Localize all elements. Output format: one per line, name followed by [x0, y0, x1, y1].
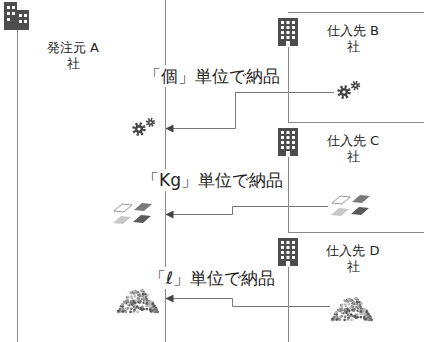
- granule: [117, 310, 120, 313]
- granule: [133, 293, 136, 296]
- granule: [137, 297, 140, 300]
- granule: [153, 305, 156, 308]
- granule: [146, 302, 149, 305]
- granule: [136, 311, 139, 314]
- granule: [149, 309, 152, 312]
- building-icon: [4, 2, 29, 30]
- edge-label: 「Kg」単位で納品: [140, 169, 285, 191]
- granule: [136, 305, 139, 308]
- granule: [146, 308, 149, 311]
- granule: [141, 289, 144, 292]
- edge-label: 「個」単位で納品: [142, 65, 282, 87]
- delivery-arrow: [166, 207, 289, 215]
- granule: [142, 295, 145, 298]
- granule: [130, 292, 133, 295]
- granule: [154, 308, 157, 311]
- edge-label: 「ℓ」単位で納品: [147, 267, 277, 289]
- granule: [149, 305, 152, 308]
- granule: [123, 301, 126, 304]
- granule: [141, 298, 144, 301]
- granule: [139, 300, 142, 303]
- granule: [150, 310, 153, 313]
- granule: [117, 311, 120, 314]
- granule: [127, 307, 130, 310]
- company-region: 仕入先 D社: [288, 232, 424, 342]
- granule: [153, 310, 156, 313]
- granule: [126, 303, 129, 306]
- granule: [141, 289, 144, 292]
- granule: [134, 301, 137, 304]
- gear-icon: [134, 124, 144, 134]
- granule: [135, 291, 138, 294]
- granule: [117, 311, 120, 314]
- granule: [144, 301, 147, 304]
- granule: [125, 310, 128, 313]
- granule: [132, 300, 135, 303]
- granule: [146, 299, 149, 302]
- granule: [121, 308, 124, 311]
- granule: [129, 301, 132, 304]
- granule: [123, 301, 126, 304]
- granule: [151, 303, 154, 306]
- company-name: 仕入先 C社: [326, 133, 380, 166]
- granule: [142, 308, 145, 311]
- granule: [139, 307, 142, 310]
- delivery-arrow: [166, 93, 289, 129]
- granule: [145, 296, 148, 299]
- granule: [121, 305, 124, 308]
- company-region: 仕入先 C社: [288, 122, 424, 232]
- granule: [117, 311, 120, 314]
- company-name: 仕入先 D社: [326, 243, 380, 276]
- granule: [122, 310, 125, 313]
- granule-pile-icon: [117, 289, 159, 313]
- gear-icon: [147, 119, 154, 126]
- company-region: 仕入先 B社: [288, 12, 424, 122]
- granule: [122, 308, 125, 311]
- granule: [145, 305, 148, 308]
- granule: [125, 310, 128, 313]
- granule: [127, 300, 130, 303]
- granule: [127, 296, 130, 299]
- granule: [130, 308, 133, 311]
- granule: [126, 300, 129, 303]
- region-line: [165, 0, 166, 30]
- granule: [142, 293, 145, 296]
- granule: [127, 296, 130, 299]
- granule: [140, 307, 143, 310]
- delivery-arrow: [166, 299, 289, 307]
- granule: [137, 297, 140, 300]
- granule: [134, 295, 137, 298]
- granule: [138, 293, 141, 296]
- granule: [131, 297, 134, 300]
- company-name: 仕入先 B社: [326, 23, 380, 56]
- sheet-icon: [113, 203, 152, 224]
- granule: [124, 301, 127, 304]
- granule: [133, 310, 136, 313]
- granule: [129, 311, 132, 314]
- granule: [155, 309, 158, 312]
- granule: [133, 290, 136, 293]
- company-name: 発注元 A社: [46, 40, 100, 73]
